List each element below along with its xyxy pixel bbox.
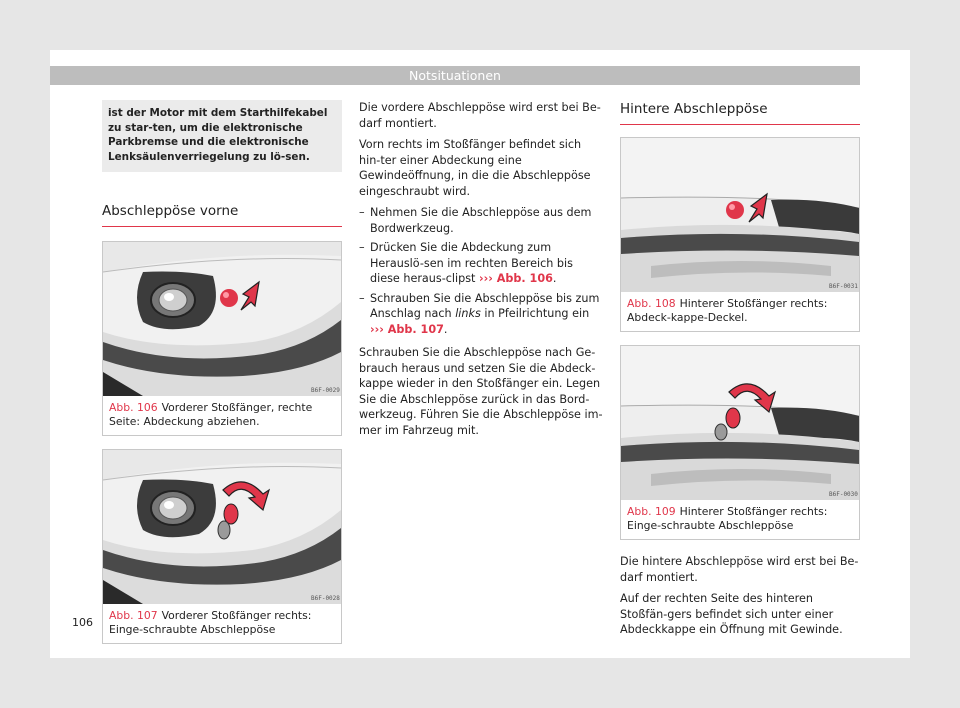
page-number: 106	[72, 616, 93, 629]
section-heading-front: Abschleppöse vorne	[102, 202, 342, 227]
step-1: –Nehmen Sie die Abschleppöse aus dem Bor…	[359, 205, 603, 236]
figure-107-number: Abb. 107	[109, 609, 158, 622]
step-3-direction: links	[455, 307, 481, 320]
rear-bumper-tow-eye-illustration: B6F-0030	[621, 346, 859, 500]
front-bumper-tow-eye-illustration: B6F-0028	[103, 450, 341, 604]
paragraph-rear-intro: Die hintere Abschleppöse wird erst bei B…	[620, 555, 859, 584]
warning-box: ist der Motor mit dem Starthilfekabel zu…	[102, 100, 342, 172]
step-1-text: Nehmen Sie die Abschleppöse aus dem Bord…	[370, 206, 592, 235]
step-3: – Schrauben Sie die Abschleppöse bis zum…	[359, 291, 600, 336]
figure-107-text: Vorderer Stoßfänger rechts: Einge-schrau…	[109, 609, 312, 636]
figure-106-code: B6F-0029	[311, 387, 340, 394]
step-2-text: Drücken Sie die Abdeckung zum Herauslö-s…	[370, 241, 573, 285]
step-2: – Drücken Sie die Abdeckung zum Herauslö…	[359, 241, 573, 285]
figure-109-number: Abb. 109	[627, 505, 676, 518]
chapter-header: Notsituationen	[50, 66, 860, 85]
figure-109-image: B6F-0030	[621, 346, 859, 500]
figure-109-text: Hinterer Stoßfänger rechts: Einge-schrau…	[627, 505, 828, 532]
figure-107-code: B6F-0028	[311, 595, 340, 602]
step-2-figure-link[interactable]: ››› Abb. 106	[479, 272, 553, 285]
paragraph-front-after-use: Schrauben Sie die Abschleppöse nach Ge-b…	[359, 346, 603, 437]
figure-108-image: B6F-0031	[621, 138, 859, 292]
figure-108-text: Hinterer Stoßfänger rechts: Abdeck-kappe…	[627, 297, 828, 324]
paragraph-front-intro: Die vordere Abschleppöse wird erst bei B…	[359, 101, 601, 130]
paragraph-rear-location: Auf der rechten Seite des hinteren Stoßf…	[620, 592, 843, 636]
figure-106-text: Vorderer Stoßfänger, rechte Seite: Abdec…	[109, 401, 313, 428]
figure-106-image: B6F-0029	[103, 242, 341, 396]
figure-106-number: Abb. 106	[109, 401, 158, 414]
column-middle: Die vordere Abschleppöse wird erst bei B…	[359, 100, 603, 444]
section-heading-rear: Hintere Abschleppöse	[620, 100, 860, 125]
front-bumper-cover-illustration: B6F-0029	[103, 242, 341, 396]
figure-108-code: B6F-0031	[829, 283, 858, 290]
figure-108-number: Abb. 108	[627, 297, 676, 310]
step-3-figure-link[interactable]: ››› Abb. 107	[370, 322, 444, 336]
column-left: ist der Motor mit dem Starthilfekabel zu…	[102, 100, 342, 644]
figure-107-image: B6F-0028	[103, 450, 341, 604]
rear-bumper-cap-illustration: B6F-0031	[621, 138, 859, 292]
figure-109-code: B6F-0030	[829, 491, 858, 498]
paragraph-front-location: Vorn rechts im Stoßfänger befindet sich …	[359, 138, 591, 198]
